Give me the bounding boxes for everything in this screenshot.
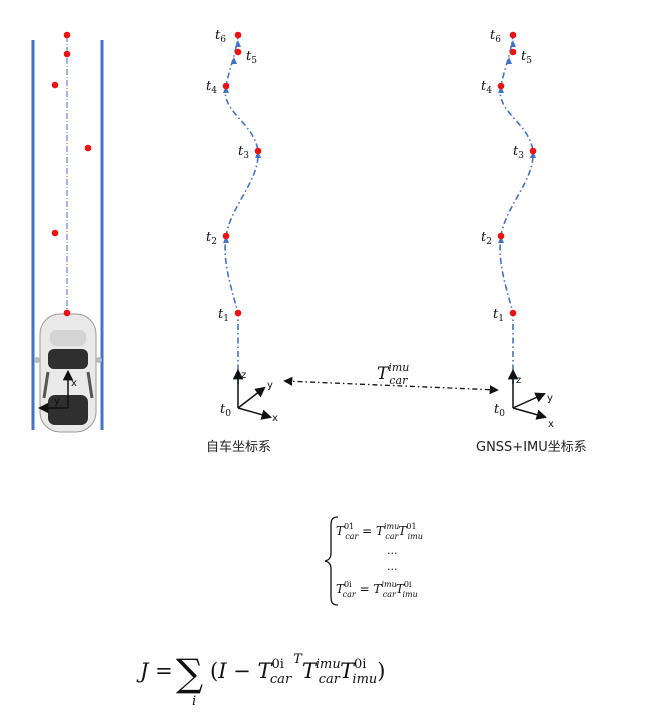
gnss-x-axis (512, 407, 548, 420)
direction-arrow (235, 40, 241, 47)
direction-arrow (223, 86, 229, 93)
waypoint-t3 (529, 147, 537, 155)
direction-arrow (498, 236, 504, 243)
sum-symbol: ∑ (176, 651, 203, 695)
waypoint-t2 (222, 232, 230, 240)
direction-arrow (223, 236, 229, 243)
waypoint-label-t4: t4 (481, 79, 492, 96)
gnss-x-label: x (548, 419, 554, 430)
objective-lhs: J = (136, 659, 173, 683)
road-point (51, 229, 59, 237)
direction-arrow (530, 151, 536, 158)
car-y-label: y (54, 396, 60, 407)
waypoint-t4 (222, 82, 230, 90)
gnss-y-axis (512, 392, 546, 409)
road-point (51, 81, 59, 89)
waypoint-label-t6: t6 (215, 28, 226, 45)
direction-arrow (506, 57, 512, 64)
waypoint-label-t6: t6 (490, 28, 501, 45)
transform-arrow (283, 376, 499, 395)
waypoint-t3 (254, 147, 262, 155)
car-x-label: x (71, 378, 77, 389)
gnss-frame-caption: GNSS+IMU坐标系 (476, 440, 587, 455)
direction-arrow (231, 57, 237, 64)
direction-arrow (255, 151, 261, 158)
waypoint-t6 (234, 31, 242, 39)
waypoint-label-t5: t5 (246, 49, 257, 66)
vehicle-x-label: x (272, 413, 278, 424)
waypoint-t5 (509, 48, 517, 56)
waypoint-label-t1: t1 (218, 307, 229, 324)
vehicle-origin-label: t0 (220, 402, 231, 419)
waypoint-t1 (509, 309, 517, 317)
road-point (63, 31, 71, 39)
equation-ellipsis-2: ... (387, 560, 398, 573)
direction-arrow (510, 40, 516, 47)
waypoint-label-t3: t3 (513, 144, 524, 161)
vehicle-x-axis (237, 407, 273, 420)
waypoint-t2 (497, 232, 505, 240)
road-point (84, 144, 92, 152)
vehicle-y-axis (237, 386, 266, 409)
sum-index: i (192, 694, 196, 709)
equation-ellipsis-1: ... (387, 544, 398, 557)
gnss-trajectory: t1 t2 t3 t4 t5 t6 z x y t0 GNSS+IMU坐标系 (476, 28, 587, 455)
gnss-trajectory-path (499, 36, 534, 384)
waypoint-t4 (497, 82, 505, 90)
waypoint-label-t4: t4 (206, 79, 217, 96)
waypoint-label-t2: t2 (481, 230, 492, 247)
waypoint-t1 (234, 309, 242, 317)
waypoint-t5 (234, 48, 242, 56)
waypoint-label-t1: t1 (493, 307, 504, 324)
direction-arrow (498, 86, 504, 93)
left-brace (324, 516, 339, 606)
waypoint-label-t2: t2 (206, 230, 217, 247)
vehicle-trajectory: t1 t2 t3 t4 t5 t6 z x y t0 自车坐标系 (206, 28, 278, 455)
vehicle-trajectory-path (224, 36, 259, 384)
road-point (63, 50, 71, 58)
gnss-y-label: y (547, 393, 553, 404)
car-icon (34, 313, 102, 433)
road-scene: x y (31, 31, 104, 433)
vehicle-z-label: z (241, 370, 246, 381)
waypoint-t6 (509, 31, 517, 39)
waypoint-label-t5: t5 (521, 49, 532, 66)
road-point (63, 309, 71, 317)
vehicle-frame-caption: 自车坐标系 (206, 439, 271, 455)
gnss-z-label: z (516, 375, 521, 386)
gnss-origin-label: t0 (494, 402, 505, 419)
vehicle-y-label: y (267, 380, 273, 391)
waypoint-label-t3: t3 (238, 144, 249, 161)
